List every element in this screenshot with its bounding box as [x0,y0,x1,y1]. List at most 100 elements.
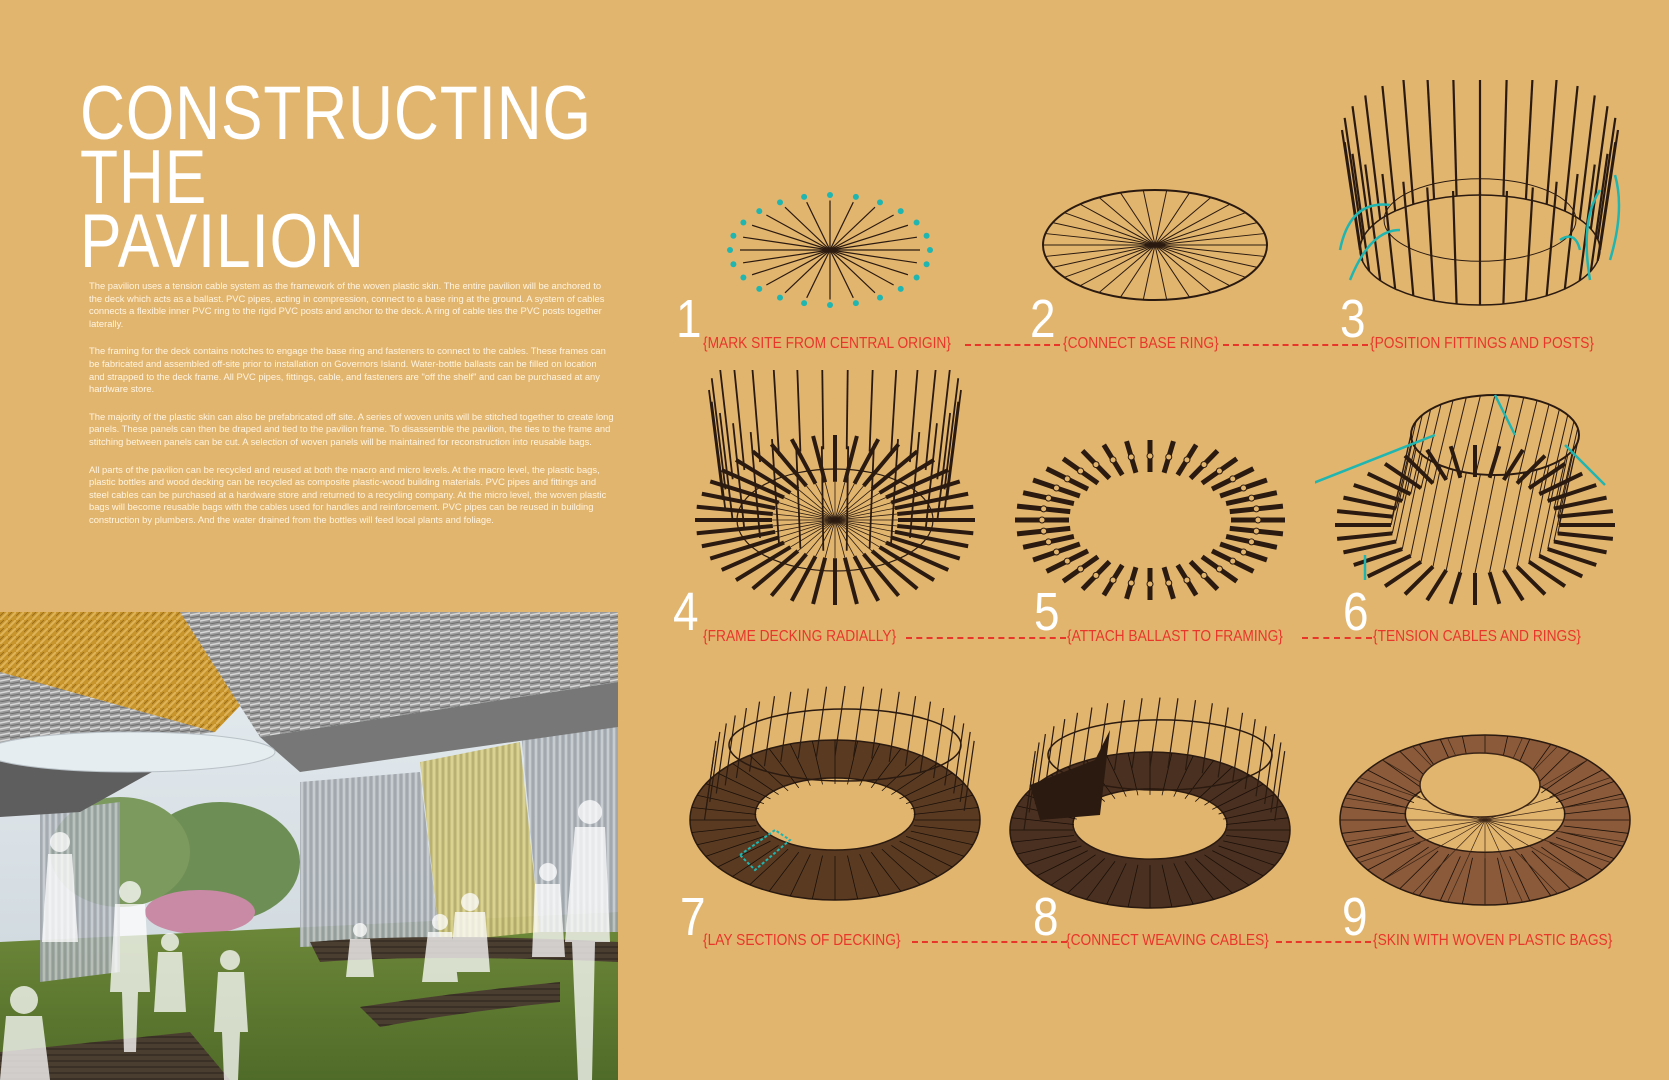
deck-slat [905,835,965,857]
tension-cable [1489,474,1511,573]
radial-cable [834,488,873,521]
post [1563,85,1579,212]
deck-slat [1127,864,1139,908]
water-bottle-ballast [1052,548,1060,556]
radial-line [806,249,831,299]
deck-frame [1383,462,1423,490]
water-bottle-ballast [1146,580,1154,588]
post [796,370,802,452]
water-bottle-ballast [1127,579,1135,587]
step-6-diagram [1315,394,1615,605]
radial-cable [790,519,836,548]
radial-cable [834,519,887,543]
post [890,438,899,545]
deck-frame [862,442,901,488]
frame-post [953,723,965,794]
tension-cable [1547,454,1569,550]
radial-line [784,206,831,251]
deck-slat [691,825,757,833]
radial-line [829,249,876,294]
post [943,378,960,490]
deck-slat [891,763,938,795]
frame-post [709,731,721,803]
post [868,443,875,549]
water-bottle-ballast [1200,571,1208,579]
deck-slat [1212,850,1264,877]
deck-frame [1343,539,1397,555]
site-mark-dot [923,232,930,239]
deck-slat [1347,831,1410,847]
step-2-diagram [1042,189,1268,301]
connector-2-3 [1223,344,1368,346]
site-mark-dot [730,232,737,239]
woven-panel [1030,730,1110,820]
post [1596,141,1617,261]
step-7-label: {LAY SECTIONS OF DECKING} [703,932,901,949]
radial-line [1119,192,1156,246]
deck-slat [910,794,973,810]
teal-arrow [1585,189,1602,281]
water-bottle-ballast [1063,557,1071,565]
paragraph-1: The pavilion uses a tension cable system… [89,280,605,329]
water-bottle-ballast [1165,453,1173,461]
frame-post [1167,698,1179,769]
step-5-diagram [1015,440,1285,600]
radial-line [1154,244,1212,294]
radial-line [1154,244,1231,287]
frame-post [715,723,727,794]
tension-cable [1489,395,1511,478]
post [771,438,780,545]
post [1452,80,1458,197]
tension-cable [1528,404,1550,489]
radial-line [1142,244,1156,300]
teal-arrow [1493,394,1517,436]
radial-line [1154,244,1246,278]
deck-slat [717,840,771,868]
skin-seam [1484,797,1626,821]
water-bottle-ballast [1200,461,1208,469]
deck-slat [1161,752,1173,796]
skin-oculus [1419,752,1541,818]
frame-post [963,740,975,811]
post [1502,80,1508,197]
skin-seam [1484,819,1588,881]
deck-slat [732,845,779,877]
radial-line [829,249,854,299]
deck-frame [870,549,919,591]
water-bottle-ballast [1045,538,1053,546]
radial-cable [772,519,836,527]
deck-frame [894,529,969,549]
title-line-1: CONSTRUCTING [80,71,592,156]
deck-frame [1487,571,1502,605]
deck-slat [899,840,953,868]
step-8-number: 8 [1033,887,1059,947]
radial-line [766,249,831,286]
skin-seam [1344,819,1486,843]
deck-slat [1555,836,1615,859]
radial-cable [797,519,836,552]
upper-ring [1047,719,1273,791]
deck-frame [709,535,780,561]
deck-slat [1560,793,1623,809]
site-mark-dot [777,294,783,301]
deck-frame [1353,483,1403,503]
deck-slat [1067,858,1106,894]
water-bottle-ballast [1229,557,1237,565]
deck-frame [720,540,785,572]
deck-slat [1204,854,1250,886]
radial-cable [824,519,836,558]
radial-cable [775,519,836,533]
deck-slat [1050,854,1096,886]
deck-slat [1367,842,1421,871]
post [1364,164,1382,281]
deck-slat [1541,759,1588,794]
deck-slat [881,754,921,792]
post [936,412,952,521]
deck-opening [754,777,916,851]
site-mark-dot [727,247,733,253]
water-bottle-ballast [1092,461,1100,469]
tension-cable [1503,397,1525,481]
post [924,370,937,471]
deck-slat [847,855,859,900]
deck-frame [1515,454,1547,485]
